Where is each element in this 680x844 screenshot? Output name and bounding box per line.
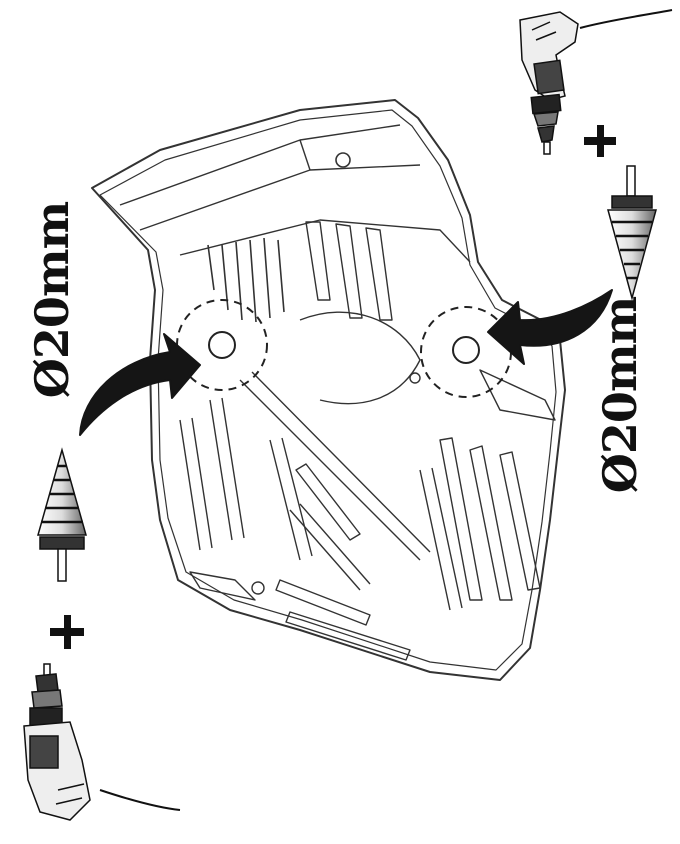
left-curved-arrow-icon <box>79 333 201 436</box>
left-hole-diameter-label: Ø20mm <box>25 201 79 399</box>
step-drill-bit-icon <box>607 165 657 301</box>
right-hole-diameter-label: Ø20mm <box>593 296 647 494</box>
right-hole-target <box>420 306 512 398</box>
power-drill-icon <box>519 9 673 155</box>
power-drill-icon <box>23 663 181 821</box>
plus-icon <box>50 615 84 649</box>
step-drill-bit-icon <box>37 447 87 582</box>
right-curved-arrow-icon <box>487 289 613 365</box>
floor-pan-panel <box>91 99 566 681</box>
plus-icon <box>584 125 616 157</box>
